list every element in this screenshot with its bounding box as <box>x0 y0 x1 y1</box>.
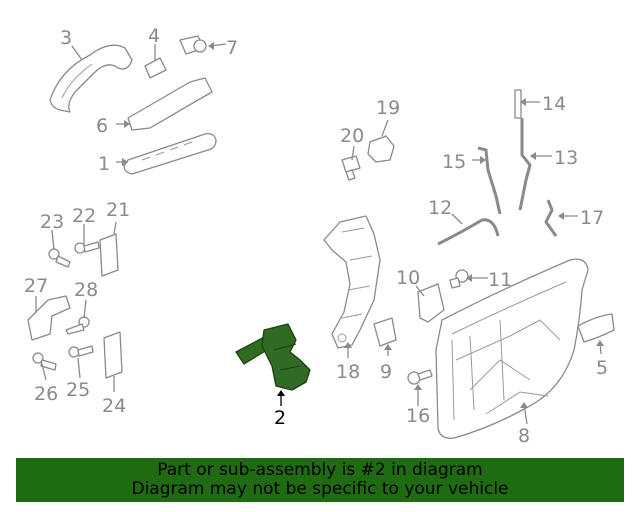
callout-16: 16 <box>406 405 430 427</box>
part-9-clip <box>373 317 397 347</box>
callout-21: 21 <box>106 199 130 221</box>
part-8-door-module <box>435 258 589 439</box>
part-18-latch-bracket <box>323 215 381 349</box>
callout-3: 3 <box>60 27 72 49</box>
fitment-notice-banner: Part or sub-assembly is #2 in diagram Di… <box>16 458 624 502</box>
callout-20: 20 <box>340 125 364 147</box>
callout-7: 7 <box>226 37 238 59</box>
part-26-bolt <box>32 352 57 371</box>
part-14-rod <box>514 89 522 119</box>
part-11-bolt <box>449 269 469 289</box>
callout-labels: 1 2 3 4 5 6 7 8 9 10 11 12 13 14 15 16 1… <box>24 25 608 447</box>
part-16-bolt <box>407 369 433 385</box>
callout-12: 12 <box>428 197 452 219</box>
part-21-bracket <box>99 233 119 277</box>
callout-18: 18 <box>336 361 360 383</box>
callout-4: 4 <box>148 25 160 47</box>
part-6-bracket <box>127 77 213 131</box>
part-3-outside-handle <box>49 44 133 113</box>
parts-diagram: 1 2 3 4 5 6 7 8 9 10 11 12 13 14 15 16 1… <box>24 25 615 447</box>
callout-27: 27 <box>24 275 48 297</box>
part-23-bolt <box>48 248 71 268</box>
part-20-fastener <box>341 155 361 181</box>
part-12-cable <box>437 218 500 246</box>
callout-26: 26 <box>34 383 58 405</box>
callout-9: 9 <box>380 361 392 383</box>
part-7-bushing <box>179 35 207 55</box>
part-17-rod <box>544 199 558 237</box>
part-2-latch-actuator <box>235 323 311 391</box>
part-4-cap <box>144 57 167 79</box>
part-1-switch <box>123 132 217 175</box>
banner-line-2: Diagram may not be specific to your vehi… <box>131 479 509 499</box>
part-5-cover <box>577 313 615 343</box>
callout-6: 6 <box>96 115 108 137</box>
banner-line-1: Part or sub-assembly is #2 in diagram <box>157 460 483 480</box>
part-28-bolt <box>65 316 90 335</box>
callout-24: 24 <box>102 395 126 417</box>
callout-23: 23 <box>40 211 64 233</box>
callout-11: 11 <box>488 269 512 291</box>
part-19-block <box>367 135 395 163</box>
callout-14: 14 <box>542 93 566 115</box>
callout-22: 22 <box>72 205 96 227</box>
callout-28: 28 <box>74 279 98 301</box>
callout-25: 25 <box>66 379 90 401</box>
callout-5: 5 <box>596 357 608 379</box>
callout-8: 8 <box>518 425 530 447</box>
part-27-bracket <box>27 295 71 341</box>
callout-17: 17 <box>580 207 604 229</box>
callout-2: 2 <box>274 407 286 429</box>
part-10-bracket <box>417 283 445 323</box>
callout-10: 10 <box>396 267 420 289</box>
callout-13: 13 <box>554 147 578 169</box>
part-24-bracket <box>103 331 123 379</box>
part-25-bolt <box>68 345 94 358</box>
part-22-bolt <box>74 241 100 254</box>
callout-15: 15 <box>442 151 466 173</box>
part-13-rod <box>518 118 532 211</box>
part-15-rod <box>477 146 502 215</box>
callout-1: 1 <box>98 153 110 175</box>
arrowheads <box>122 42 604 408</box>
callout-19: 19 <box>376 97 400 119</box>
